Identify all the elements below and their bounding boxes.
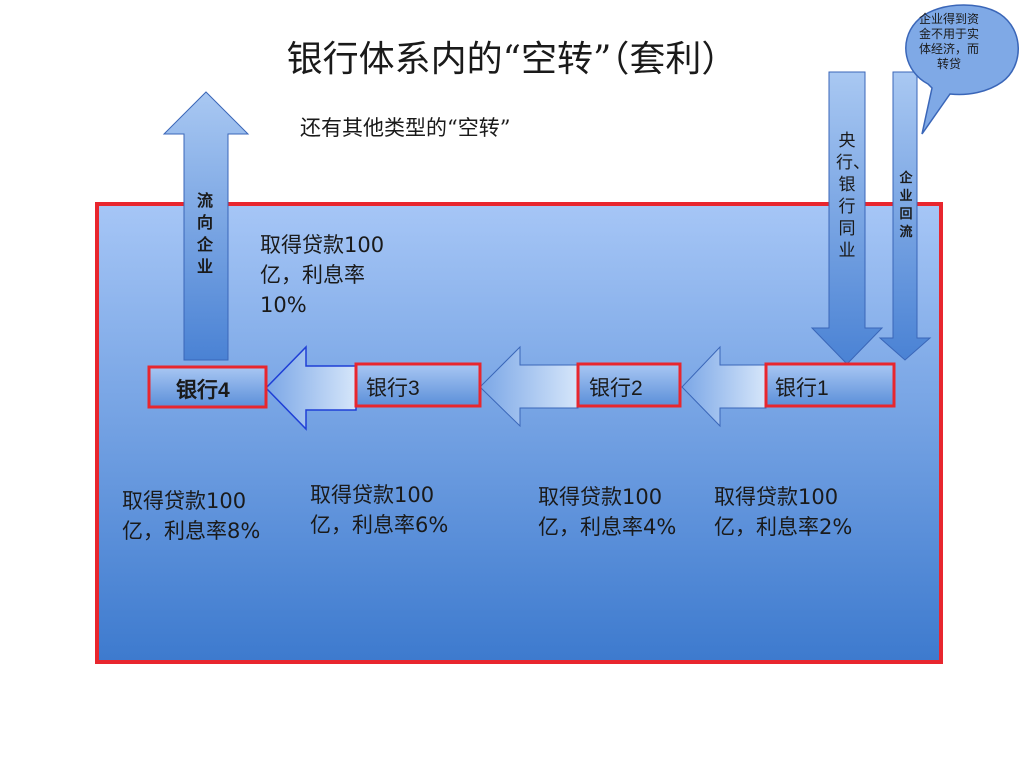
central-bank-arrow	[810, 71, 884, 365]
bank2-box	[576, 362, 682, 408]
bank1-box	[764, 362, 896, 408]
loan-text-bank1: 取得贷款100亿，利息率2%	[714, 485, 853, 539]
system-box	[95, 202, 943, 664]
enterprise-return-label: 企业回流	[899, 171, 913, 240]
callout-text: 企业得到资金不用于实体经济，而转贷	[918, 12, 979, 71]
loan-text-bank2: 取得贷款100亿，利息率4%	[538, 485, 677, 539]
subtitle: 还有其他类型的“空转”	[300, 116, 511, 140]
flow-to-enterprise-arrow	[162, 91, 250, 361]
enterprise-return-arrow	[878, 71, 932, 361]
page-title: 银行体系内的“空转”（套利）	[286, 39, 738, 80]
loan-text-bank3: 取得贷款100亿，利息率6%	[310, 483, 449, 537]
flow-to-enterprise-label: 流向企业	[196, 191, 213, 276]
central-bank-label: 央行、银行同业	[836, 131, 870, 261]
bank4-label: 银行4	[176, 379, 230, 402]
bank2-label: 银行2	[589, 377, 643, 400]
bank1-label: 银行1	[775, 377, 829, 400]
bank3-label: 银行3	[366, 377, 420, 400]
loan-text-top: 取得贷款100亿，利息率10%	[260, 233, 385, 317]
callout-bubble	[905, 4, 1019, 135]
bank4-box	[147, 365, 268, 409]
bank3-box	[354, 362, 482, 408]
loan-text-bank4: 取得贷款100亿，利息率8%	[122, 489, 261, 543]
